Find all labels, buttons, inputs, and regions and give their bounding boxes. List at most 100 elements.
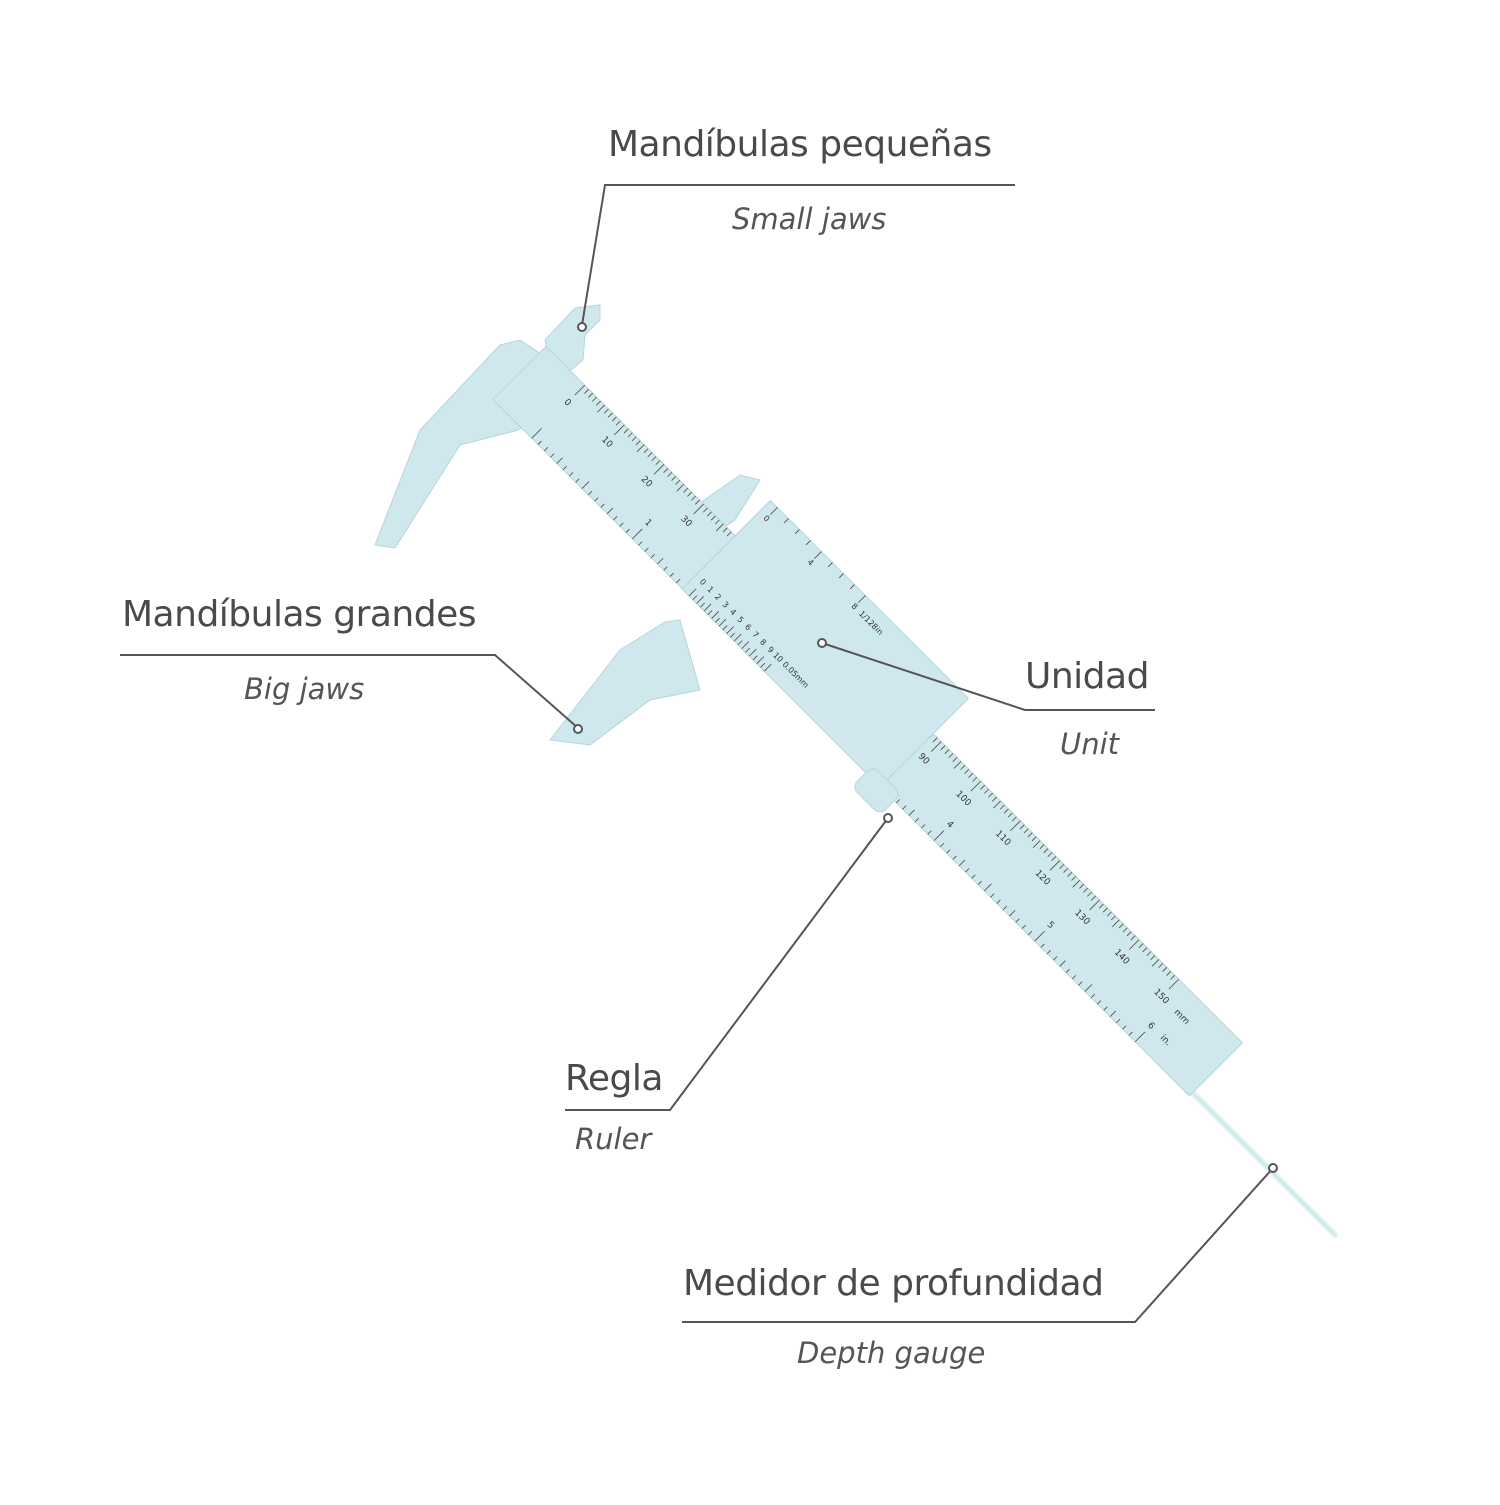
mm-tick	[940, 745, 946, 751]
vernier-mm-label: 3	[720, 600, 730, 610]
mm-tick	[687, 491, 692, 497]
inch-tick	[946, 849, 951, 854]
inch-tick	[562, 465, 567, 470]
sliding-big-jaw	[549, 619, 701, 746]
inch-tick	[921, 824, 926, 829]
vernier-mm-tick	[763, 663, 772, 672]
inch-tick	[1040, 943, 1045, 948]
inch-tick	[933, 830, 945, 841]
small-jaws-label: Mandíbulas pequeñas	[608, 124, 992, 165]
vernier-mm-label: 1	[705, 585, 715, 595]
mm-tick	[1032, 840, 1041, 848]
inch-tick	[594, 497, 599, 502]
mm-tick	[930, 741, 942, 752]
inch-tick	[537, 440, 542, 445]
mm-tick	[651, 456, 657, 462]
inch-tick	[1053, 956, 1058, 961]
mm-tick	[1126, 931, 1132, 937]
vernier-mm-tick	[696, 596, 704, 604]
inch-tick	[1128, 1031, 1133, 1036]
inch-tick	[644, 547, 649, 552]
mm-tick	[715, 523, 724, 532]
inch-tick	[1059, 960, 1066, 967]
mm-tick	[1079, 883, 1084, 889]
vernier-mm-tick	[703, 603, 712, 612]
mm-tick	[596, 400, 601, 406]
mm-tick	[627, 432, 633, 438]
vernier-mm-tick	[756, 656, 765, 664]
mm-tick	[992, 796, 997, 802]
inch-tick	[588, 491, 593, 496]
vernier-mm-tick	[752, 655, 758, 661]
inch-tick	[1046, 949, 1052, 955]
mm-tick	[1039, 844, 1045, 850]
vernier-mm-label: 2	[713, 592, 723, 602]
mm-tick	[675, 480, 681, 485]
mm-tick	[1168, 978, 1180, 990]
mm-tick	[631, 436, 637, 442]
mm-tick	[1128, 939, 1140, 950]
vernier-inch-tick	[838, 573, 844, 579]
inch-tick	[984, 883, 992, 892]
mm-tick	[1049, 860, 1061, 871]
mm-tick	[710, 515, 716, 521]
mm-tick	[993, 800, 1001, 809]
mm-tick	[1111, 919, 1120, 928]
ruler-label: Regla	[565, 1058, 663, 1099]
mm-tick	[1150, 955, 1156, 960]
mm-tick	[584, 388, 589, 394]
inch-tick-label: 5	[1045, 920, 1056, 931]
vernier-mm-tick	[760, 662, 766, 668]
leader-unit	[821, 642, 1155, 711]
mm-tick	[960, 765, 966, 770]
inch-tick	[663, 566, 668, 571]
mm-tick	[952, 757, 958, 762]
inch-tick	[896, 799, 901, 804]
mm-tick	[1047, 852, 1053, 858]
inch-tick	[575, 478, 580, 483]
mm-tick	[603, 408, 609, 414]
inch-tick	[1084, 984, 1093, 992]
anchor-depth-gauge	[1268, 1163, 1278, 1173]
mm-tick	[623, 428, 629, 434]
mm-tick	[1151, 959, 1160, 967]
mm-tick	[1122, 927, 1128, 933]
vernier-inch-tick	[770, 507, 778, 515]
inch-tick-label: 6	[1145, 1021, 1156, 1032]
inch-tick	[965, 868, 970, 873]
inch-tick	[952, 855, 957, 860]
anchor-big-jaws	[573, 724, 583, 734]
mm-tick	[972, 776, 978, 782]
anchor-ruler	[883, 813, 893, 823]
vernier-mm-label: 9	[766, 645, 776, 655]
mm-tick	[1170, 974, 1176, 980]
leader-small-jaws	[581, 184, 1015, 326]
big-jaws-translation: Big jaws	[244, 672, 365, 706]
inch-tick	[600, 503, 605, 508]
vernier-mm-tick	[715, 617, 720, 623]
mm-tick	[1003, 808, 1009, 814]
mm-tick	[706, 511, 712, 517]
inch-tick	[650, 553, 655, 559]
vernier-mm-tick	[711, 611, 719, 619]
vernier-mm-label: 5	[735, 615, 745, 625]
inch-tick	[1015, 918, 1020, 923]
inch-tick	[1078, 981, 1083, 986]
mm-tick	[1011, 816, 1017, 822]
inch-tick	[940, 843, 945, 848]
inch-tick	[1116, 1019, 1121, 1024]
vernier-mm-label: 8	[758, 637, 768, 647]
mm-tick	[667, 472, 673, 477]
inch-tick	[657, 558, 664, 565]
mm-tick	[1072, 879, 1081, 888]
mm-tick	[1106, 911, 1112, 917]
inch-tick	[1134, 1031, 1146, 1043]
inch-tick	[556, 457, 563, 464]
inch-tick	[676, 579, 681, 584]
leader-depth-gauge	[682, 1167, 1274, 1323]
inch-tick	[581, 481, 590, 489]
mm-tick	[944, 749, 950, 755]
inch-tick	[927, 830, 932, 835]
mm-tick	[676, 483, 685, 492]
